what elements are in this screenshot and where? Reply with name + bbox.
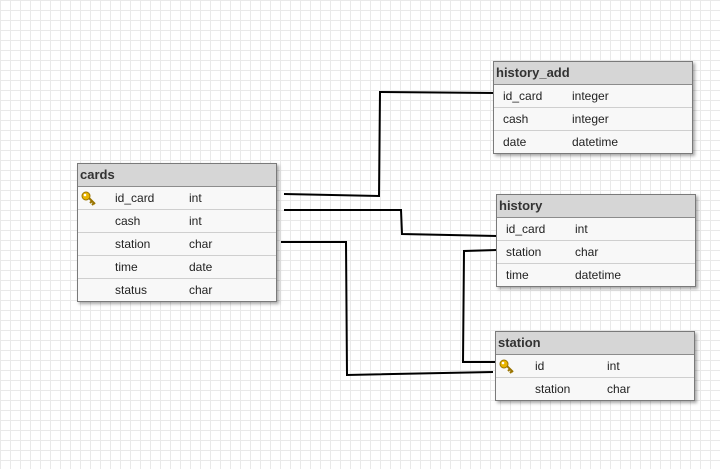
table-station[interactable]: station id int station char <box>495 331 695 401</box>
connector-cards-history-add[interactable] <box>283 90 497 198</box>
field-name: time <box>115 260 138 274</box>
field-type: date <box>189 260 213 274</box>
table-history-add[interactable]: history_add id_card integer cash integer… <box>493 61 693 154</box>
field-row-id-card[interactable]: id_card integer <box>494 85 692 108</box>
field-type: int <box>189 191 202 205</box>
field-row-time[interactable]: time datetime <box>497 264 695 286</box>
field-type: integer <box>572 89 609 103</box>
field-type: datetime <box>572 135 619 149</box>
field-name: id_card <box>115 191 155 205</box>
field-type: int <box>189 214 202 228</box>
field-name: id_card <box>506 222 546 236</box>
table-history[interactable]: history id_card int station char time da… <box>496 194 696 287</box>
field-row-date[interactable]: date datetime <box>494 131 692 153</box>
primary-key-icon <box>499 359 514 374</box>
field-type: int <box>607 359 620 373</box>
field-row-id-card[interactable]: id_card int <box>497 218 695 241</box>
table-title[interactable]: history_add <box>494 62 692 85</box>
field-row-status[interactable]: status char <box>78 279 276 301</box>
primary-key-icon <box>81 191 96 206</box>
connector-history-station[interactable] <box>461 249 498 363</box>
field-name: cash <box>115 214 141 228</box>
field-name: id <box>535 359 545 373</box>
field-row-cash[interactable]: cash integer <box>494 108 692 131</box>
field-name: time <box>506 268 529 282</box>
field-name: date <box>503 135 527 149</box>
field-name: station <box>115 237 151 251</box>
table-cards[interactable]: cards id_card int cash int station char … <box>77 163 277 302</box>
field-row-id[interactable]: id int <box>496 355 694 378</box>
field-type: char <box>189 283 213 297</box>
field-row-cash[interactable]: cash int <box>78 210 276 233</box>
field-name: status <box>115 283 148 297</box>
field-row-station[interactable]: station char <box>496 378 694 400</box>
field-type: char <box>189 237 213 251</box>
table-title[interactable]: history <box>497 195 695 218</box>
field-row-time[interactable]: time date <box>78 256 276 279</box>
field-name: station <box>535 382 571 396</box>
connector-cards-history[interactable] <box>284 209 498 237</box>
field-row-id-card[interactable]: id_card int <box>78 187 276 210</box>
field-row-station[interactable]: station char <box>497 241 695 264</box>
field-row-station[interactable]: station char <box>78 233 276 256</box>
table-title[interactable]: cards <box>78 164 276 187</box>
table-title[interactable]: station <box>496 332 694 355</box>
connector-cards-station[interactable] <box>281 241 494 377</box>
field-type: char <box>575 245 599 259</box>
field-type: integer <box>572 112 609 126</box>
field-type: char <box>607 382 631 396</box>
field-name: station <box>506 245 542 259</box>
field-name: cash <box>503 112 529 126</box>
field-name: id_card <box>503 89 543 103</box>
field-type: int <box>575 222 588 236</box>
field-type: datetime <box>575 268 622 282</box>
